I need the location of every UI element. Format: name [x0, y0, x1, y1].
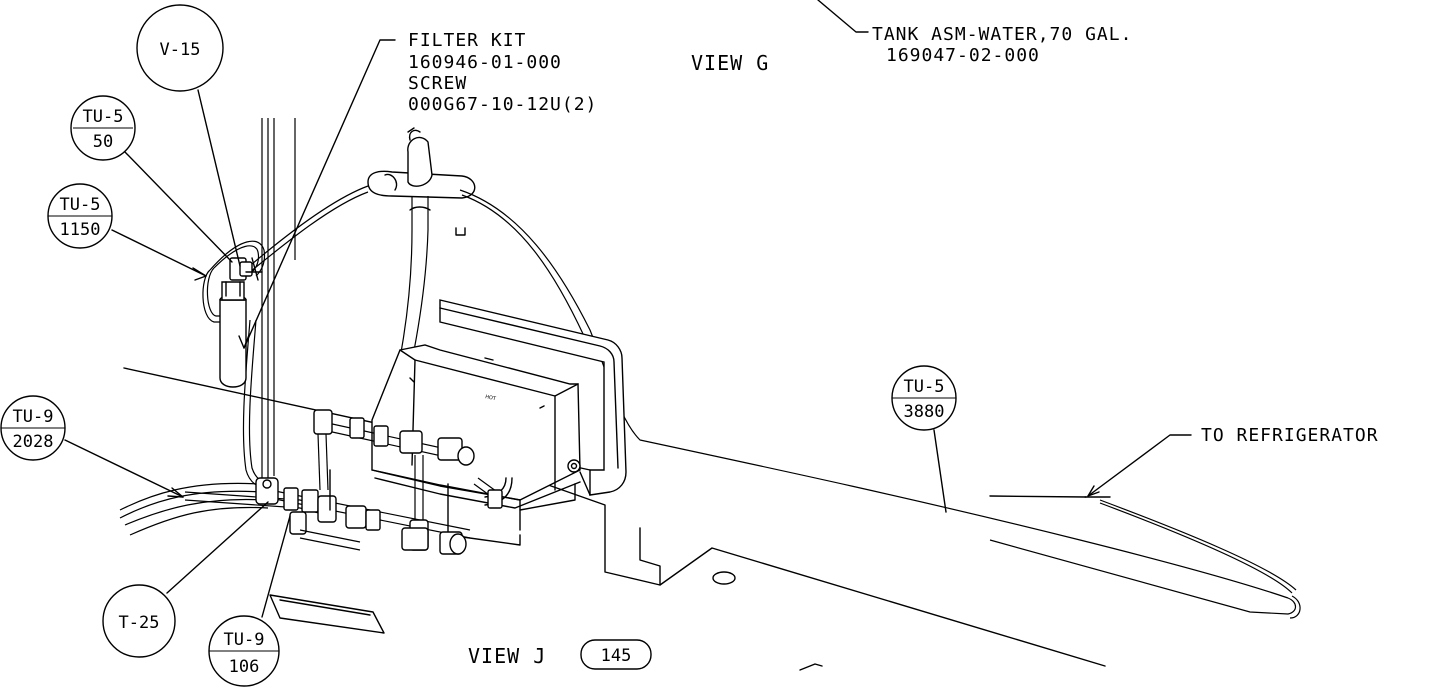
tank-label-line1: TANK ASM-WATER,70 GAL.	[872, 24, 1132, 45]
bubble-t25: T-25	[102, 584, 176, 658]
hot-marking: HOT	[485, 394, 498, 402]
bubble-tu9-2028-top: TU-9	[13, 407, 54, 427]
control-box: HOT	[371, 299, 627, 546]
filter-label-line4: 000G67-10-12U(2)	[408, 94, 597, 115]
tank-label-line2: 169047-02-000	[886, 45, 1040, 66]
bubble-tu9-106-top: TU-9	[224, 630, 265, 650]
bubble-tu5-50-top: TU-5	[83, 107, 124, 127]
vertical-tubes	[242, 118, 296, 490]
bubble-tu5-1150-bottom: 1150	[60, 220, 101, 240]
bubble-v15-text: V-15	[160, 40, 201, 60]
bubble-tu9-106: TU-9 106	[208, 615, 280, 687]
leader-lines	[64, 0, 1192, 618]
bubble-tu5-3880: TU-5 3880	[891, 365, 957, 431]
bubble-t25-text: T-25	[119, 613, 160, 633]
piping-fittings	[255, 409, 503, 555]
labels: TANK ASM-WATER,70 GAL. 169047-02-000 FIL…	[408, 24, 1379, 670]
bubble-tu5-1150: TU-5 1150	[47, 183, 113, 249]
view-j-ref-text: 145	[601, 646, 632, 666]
bubble-v15: V-15	[136, 4, 224, 92]
bubble-tu5-50-bottom: 50	[93, 132, 113, 152]
bubble-tu5-3880-bottom: 3880	[904, 402, 945, 422]
to-refrigerator-label: TO REFRIGERATOR	[1201, 425, 1379, 446]
view-j-ref-capsule	[580, 639, 652, 670]
bubble-tu9-106-bottom: 106	[229, 657, 260, 677]
filter-label-line3: SCREW	[408, 73, 467, 94]
bubble-tu9-2028-bottom: 2028	[13, 432, 54, 452]
bubble-tu5-3880-top: TU-5	[904, 377, 945, 397]
filter-assembly	[202, 240, 266, 388]
bubble-tu9-2028: TU-9 2028	[0, 395, 66, 461]
view-j-label: VIEW J	[468, 644, 546, 668]
filter-label-line2: 160946-01-000	[408, 52, 562, 73]
bubble-tu5-50: TU-5 50	[70, 95, 136, 161]
filter-label-line1: FILTER KIT	[408, 30, 526, 51]
bubble-tu5-1150-top: TU-5	[60, 195, 101, 215]
view-g-label: VIEW G	[691, 51, 769, 75]
